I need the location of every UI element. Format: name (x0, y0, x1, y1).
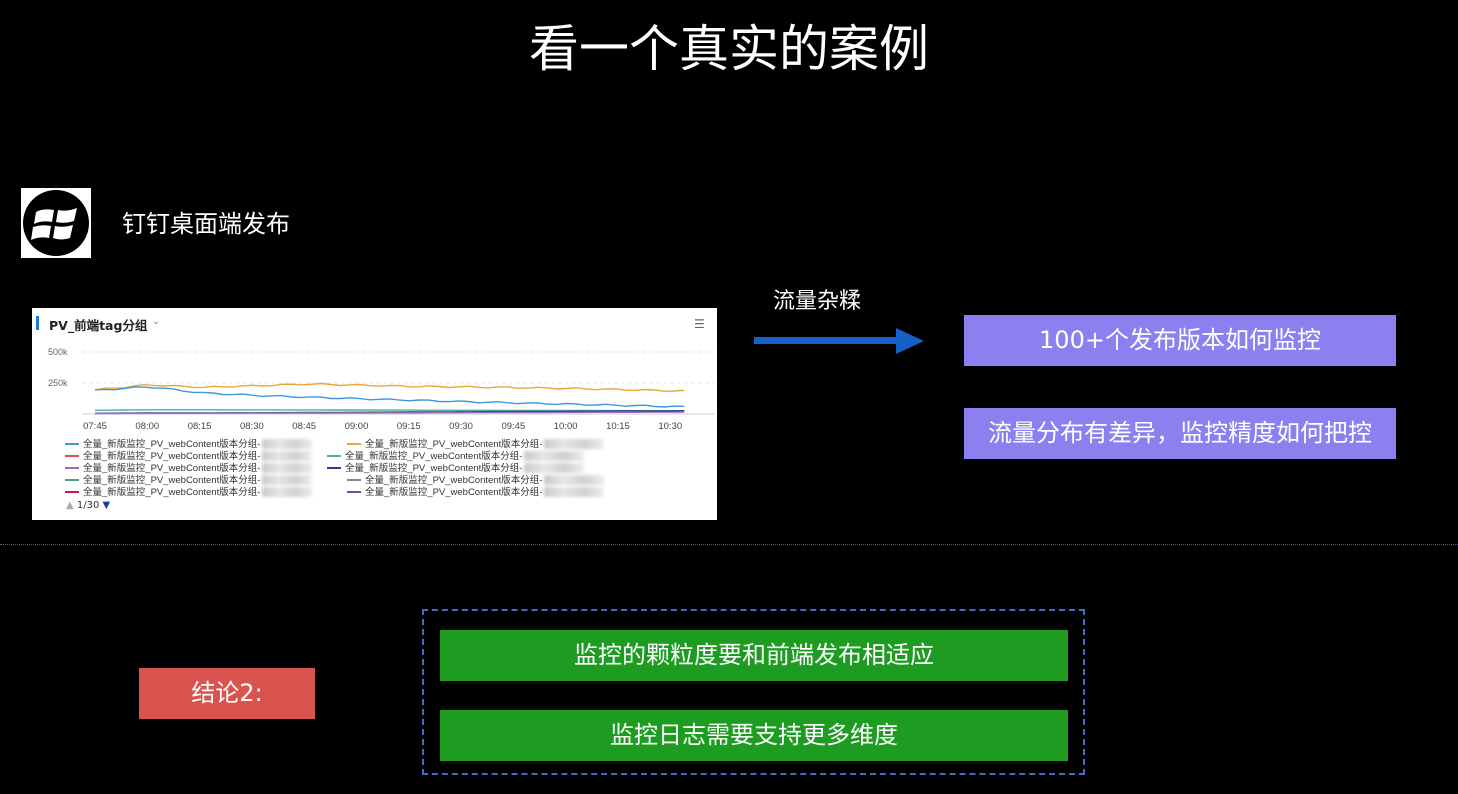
series-line (94, 382, 685, 393)
arrow-label: 流量杂糅 (773, 289, 862, 314)
release-subtitle: 钉钉桌面端发布 (122, 210, 290, 238)
legend-item[interactable]: 全量_新版监控_PV_webContent版本分组- (65, 448, 313, 462)
legend-label: 全量_新版监控_PV_webContent版本分组- (83, 439, 261, 450)
series-line (94, 386, 685, 408)
series-line (95, 411, 685, 415)
x-tick-label: 08:15 (188, 421, 212, 432)
legend-item[interactable]: 全量_新版监控_PV_webContent版本分组- (347, 484, 605, 498)
x-tick-label: 09:15 (397, 421, 421, 432)
legend-label: 全量_新版监控_PV_webContent版本分组- (83, 463, 261, 474)
legend-item[interactable]: 全量_新版监控_PV_webContent版本分组- (65, 484, 313, 498)
series-line (94, 409, 685, 412)
legend-item[interactable]: 全量_新版监控_PV_webContent版本分组- (327, 448, 585, 462)
legend-redacted (524, 451, 585, 462)
x-tick-label: 09:00 (345, 421, 369, 432)
issue-box-versions: 100+个发布版本如何监控 (964, 315, 1396, 366)
legend-swatch (347, 443, 361, 446)
legend-item[interactable]: 全量_新版监控_PV_webContent版本分组- (65, 472, 313, 486)
legend-label: 全量_新版监控_PV_webContent版本分组- (365, 487, 543, 498)
x-tick-label: 08:30 (240, 421, 264, 432)
legend-redacted (544, 439, 605, 450)
chart-title: PV_前端tag分组 (49, 318, 148, 333)
legend-label: 全量_新版监控_PV_webContent版本分组- (365, 439, 543, 450)
conclusion-label: 结论2: (139, 668, 315, 719)
conclusion-granularity: 监控的颗粒度要和前端发布相适应 (440, 630, 1068, 681)
x-tick-label: 08:00 (135, 421, 159, 432)
legend-swatch (347, 479, 361, 482)
legend-item[interactable]: 全量_新版监控_PV_webContent版本分组- (327, 460, 585, 474)
y-tick-label: 250k (48, 378, 68, 388)
legend-swatch (65, 455, 79, 458)
x-tick-label: 09:45 (501, 421, 525, 432)
x-tick-label: 10:00 (554, 421, 578, 432)
section-divider (0, 544, 1458, 545)
x-tick-label: 07:45 (83, 421, 107, 432)
x-tick-label: 08:45 (292, 421, 316, 432)
legend-item[interactable]: 全量_新版监控_PV_webContent版本分组- (347, 436, 605, 450)
line-chart: 500k 250k 07:45 08:00 08:15 08:30 08:45 09:00 09… (48, 347, 714, 432)
legend-redacted (262, 451, 313, 462)
legend-swatch (65, 479, 79, 482)
chart-panel: PV_前端tag分组 ⌄ ☰ 500k 250k 07:45 08:00 08:15 08… (32, 308, 717, 520)
pager-prev-icon[interactable]: ▲ (66, 500, 74, 511)
legend-swatch (65, 443, 79, 446)
chevron-down-icon[interactable]: ⌄ (152, 316, 161, 327)
legend-swatch (347, 491, 361, 494)
pager-next-icon[interactable]: ▼ (102, 500, 111, 511)
conclusion-dimensions: 监控日志需要支持更多维度 (440, 710, 1068, 761)
legend-swatch (327, 455, 341, 458)
legend-label: 全量_新版监控_PV_webContent版本分组- (345, 463, 523, 474)
windows-logo-icon (21, 188, 91, 258)
chart-title-accent (36, 316, 39, 330)
x-tick-label: 10:30 (658, 421, 682, 432)
legend-label: 全量_新版监控_PV_webContent版本分组- (365, 475, 543, 486)
slide-title: 看一个真实的案例 (529, 20, 929, 78)
right-arrow-icon (754, 328, 924, 354)
x-tick-label: 10:15 (606, 421, 630, 432)
legend-item[interactable]: 全量_新版监控_PV_webContent版本分组- (347, 472, 605, 486)
legend-redacted (262, 475, 313, 486)
y-tick-label: 500k (48, 347, 68, 357)
pager-text: 1/30 (76, 500, 100, 511)
legend-swatch (65, 467, 79, 470)
legend-redacted (262, 463, 313, 474)
legend-redacted (524, 463, 585, 474)
list-menu-icon[interactable]: ☰ (694, 317, 705, 331)
issue-box-precision: 流量分布有差异，监控精度如何把控 (964, 408, 1396, 459)
conclusion-frame (422, 609, 1085, 775)
legend-item[interactable]: 全量_新版监控_PV_webContent版本分组- (65, 460, 313, 474)
legend-redacted (262, 487, 313, 498)
legend-item[interactable]: 全量_新版监控_PV_webContent版本分组- (65, 436, 313, 450)
legend-label: 全量_新版监控_PV_webContent版本分组- (345, 451, 523, 462)
legend-redacted (544, 487, 605, 498)
legend-redacted (262, 439, 313, 450)
legend-pager[interactable]: ▲ 1/30 ▼ (66, 500, 110, 511)
legend-label: 全量_新版监控_PV_webContent版本分组- (83, 487, 261, 498)
x-tick-label: 09:30 (449, 421, 473, 432)
legend-label: 全量_新版监控_PV_webContent版本分组- (83, 475, 261, 486)
legend-label: 全量_新版监控_PV_webContent版本分组- (83, 451, 261, 462)
legend-swatch (65, 491, 79, 494)
legend-redacted (544, 475, 605, 486)
legend-swatch (327, 467, 341, 470)
